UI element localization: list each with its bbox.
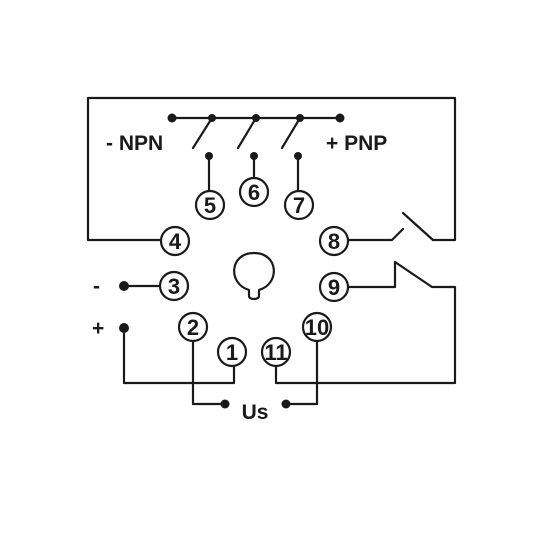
us-wire-left	[191, 339, 227, 406]
pin-2: 2	[177, 311, 209, 343]
pin-1: 1	[216, 336, 248, 368]
pin-1-label: 1	[226, 340, 238, 365]
pin-4: 4	[159, 225, 191, 257]
selector-switch-5	[191, 114, 216, 192]
pin-8-label: 8	[328, 229, 340, 254]
plus-wire	[122, 326, 236, 385]
relay-contact-9	[274, 260, 457, 385]
selector-switch-7	[280, 114, 304, 192]
minus-terminal-dot	[119, 281, 129, 291]
pin-7: 7	[283, 189, 315, 221]
pnp-label: + PNP	[326, 132, 387, 155]
pin-3-label: 3	[168, 274, 180, 299]
pin-10: 10	[301, 311, 333, 343]
plus-label: +	[92, 317, 104, 340]
pin-5-label: 5	[204, 193, 216, 218]
minus-label: -	[93, 275, 100, 298]
outer-loop-wire	[86, 96, 457, 242]
selector-switch-6	[236, 114, 260, 179]
relay-contact-8	[346, 211, 435, 242]
npn-label: - NPN	[106, 132, 163, 155]
pin-8: 8	[318, 225, 350, 257]
socket-key-shape	[233, 251, 275, 301]
bus-dot-right	[335, 113, 345, 123]
us-label: Us	[242, 401, 269, 424]
us-dot-left	[220, 399, 230, 409]
pin-11: 11	[260, 336, 292, 368]
pin-2-label: 2	[187, 315, 199, 340]
pin-3: 3	[158, 270, 190, 302]
pin-9-label: 9	[328, 275, 340, 300]
us-dot-right	[281, 399, 291, 409]
pin-10-label: 10	[305, 315, 329, 340]
pin-7-label: 7	[293, 193, 305, 218]
bus-dot-left	[167, 113, 177, 123]
pin-11-label: 11	[264, 340, 287, 365]
us-wire-right	[284, 339, 319, 406]
pin-6-label: 6	[248, 180, 260, 205]
pin-9: 9	[318, 271, 350, 303]
pin-6: 6	[238, 176, 270, 208]
pin-4-label: 4	[169, 229, 182, 254]
pin-5: 5	[194, 189, 226, 221]
